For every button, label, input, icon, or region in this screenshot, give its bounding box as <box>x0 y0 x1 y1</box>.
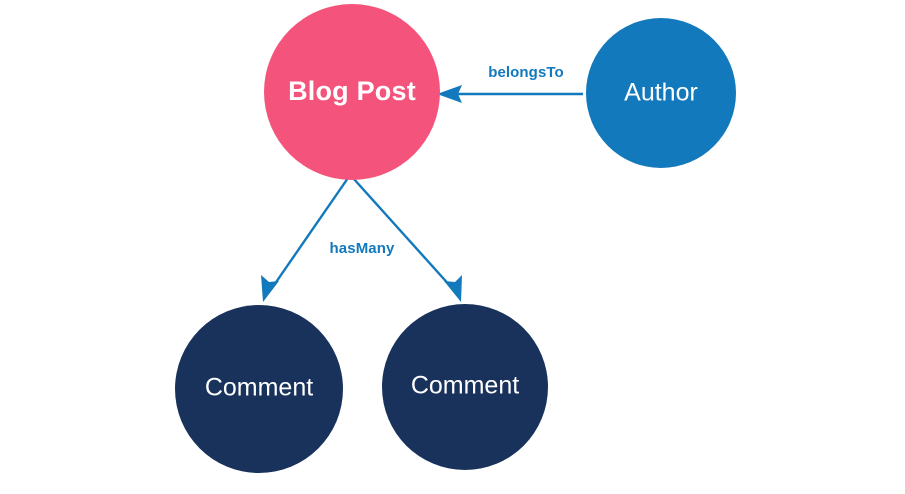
node-comment-right[interactable]: Comment <box>382 304 548 470</box>
edge-label-belongs-to: belongsTo <box>488 64 564 81</box>
node-blog-post[interactable]: Blog Post <box>264 4 440 180</box>
node-comment-left-label: Comment <box>205 374 313 402</box>
edge-has-many-left-line <box>271 177 349 289</box>
node-blog-post-label: Blog Post <box>288 76 416 106</box>
edge-belongs-to <box>437 85 583 103</box>
edge-belongs-to-arrowhead <box>437 85 462 103</box>
edge-has-many-left-arrowhead <box>261 275 279 302</box>
node-comment-left[interactable]: Comment <box>175 305 343 473</box>
edge-label-has-many: hasMany <box>330 240 395 257</box>
node-comment-right-circle[interactable] <box>382 304 548 470</box>
node-author-circle[interactable] <box>586 18 736 168</box>
node-author[interactable]: Author <box>586 18 736 168</box>
edge-has-many-right-line <box>352 177 453 289</box>
node-comment-left-circle[interactable] <box>175 305 343 473</box>
node-comment-right-label: Comment <box>411 372 519 400</box>
node-author-label: Author <box>624 79 698 107</box>
edge-has-many-right-arrowhead <box>444 275 462 302</box>
edge-has-many-right <box>352 177 462 302</box>
edge-has-many-left <box>261 177 349 302</box>
node-blog-post-circle[interactable] <box>264 4 440 180</box>
